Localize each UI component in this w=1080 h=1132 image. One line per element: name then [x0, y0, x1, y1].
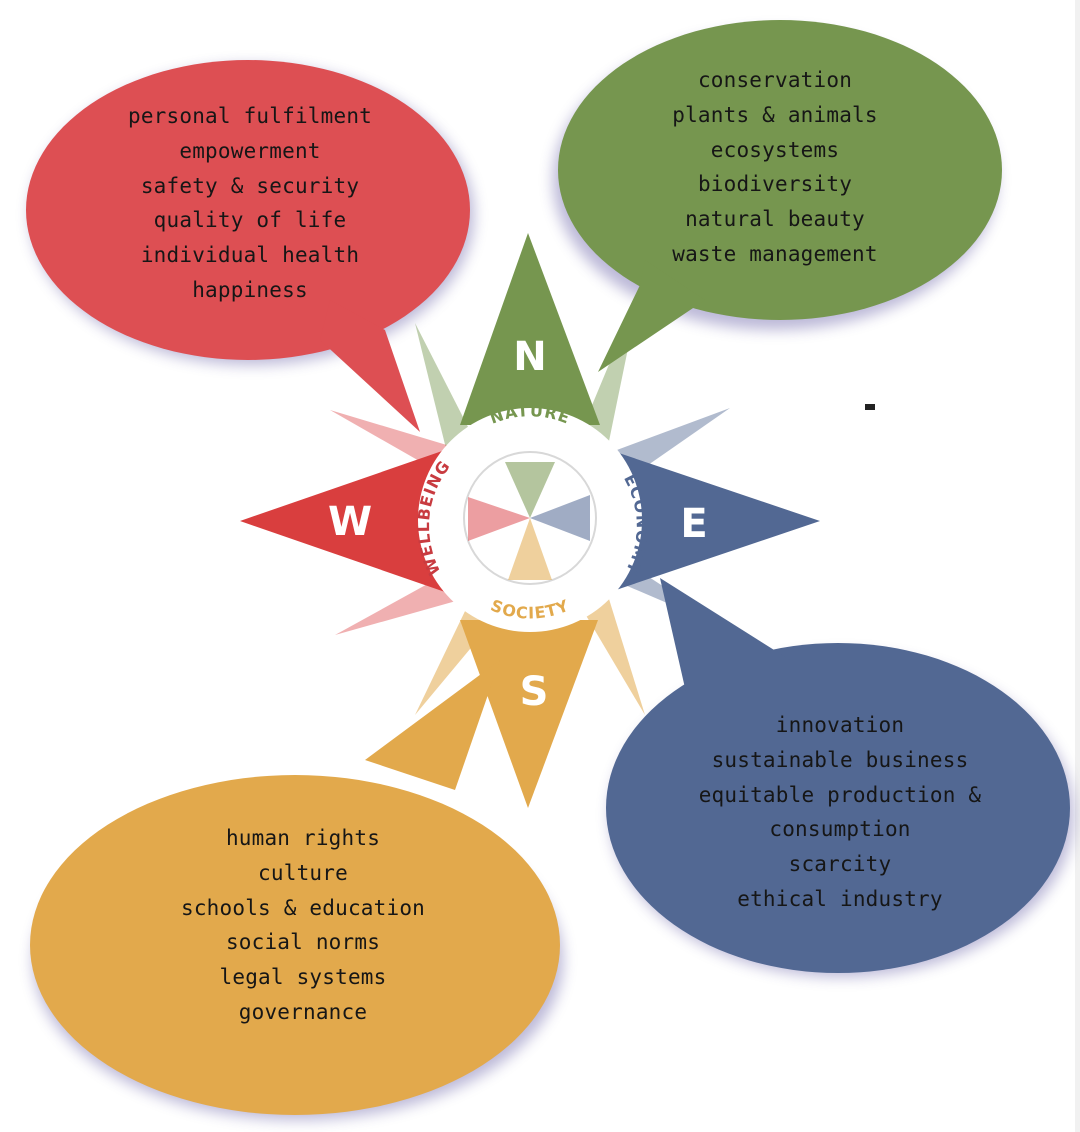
letter-south: S — [520, 669, 549, 715]
economy-item: innovation — [775, 713, 905, 737]
economy-bubble-text: innovation sustainable business equitabl… — [640, 708, 1040, 917]
dash-mark — [865, 404, 875, 410]
inner-wedge-south — [508, 518, 552, 580]
wellbeing-item: quality of life — [153, 208, 347, 233]
society-item: governance — [238, 999, 368, 1024]
bubble-wellbeing — [26, 60, 470, 432]
inner-wedge-east — [530, 495, 590, 541]
wellbeing-item: individual health — [140, 243, 360, 268]
nature-item: biodiversity — [697, 172, 853, 197]
economy-item: scarcity — [788, 852, 892, 877]
letter-east: E — [680, 501, 707, 547]
letter-west: W — [328, 499, 372, 545]
bubble-economy — [606, 578, 1070, 973]
east-point — [610, 450, 820, 592]
wellbeing-item: personal fulfilment — [127, 104, 373, 128]
nature-item: waste management — [672, 241, 878, 266]
nature-item: natural beauty — [685, 207, 865, 232]
wellbeing-item: empowerment — [179, 138, 321, 163]
north-point — [460, 233, 600, 425]
economy-item: ethical industry — [737, 886, 943, 911]
society-item: culture — [258, 860, 348, 885]
nature-item: conservation — [697, 68, 853, 92]
letter-north: N — [513, 334, 546, 380]
inner-wedge-north — [505, 462, 555, 518]
society-item: legal systems — [219, 965, 387, 990]
cardinal-points — [240, 233, 820, 808]
bubble-nature — [558, 20, 1002, 372]
economy-item: consumption — [769, 817, 911, 842]
inner-wedge-west — [468, 497, 530, 541]
nature-bubble-text: conservation plants & animals ecosystems… — [585, 63, 965, 272]
nature-item: ecosystems — [710, 137, 840, 162]
bubble-society — [30, 660, 560, 1115]
economy-item: equitable production & — [698, 782, 982, 807]
society-item: schools & education — [180, 895, 426, 920]
west-point — [240, 450, 445, 592]
nature-item: plants & animals — [672, 102, 878, 127]
wellbeing-bubble-text: personal fulfilment empowerment safety &… — [60, 99, 440, 308]
wellbeing-item: safety & security — [140, 173, 360, 198]
wellbeing-item: happiness — [192, 277, 308, 302]
society-item: social norms — [225, 930, 381, 955]
society-bubble-text: human rights culture schools & education… — [103, 821, 503, 1030]
society-item: human rights — [225, 826, 381, 850]
page-edge — [1075, 0, 1080, 1132]
economy-item: sustainable business — [711, 747, 969, 772]
